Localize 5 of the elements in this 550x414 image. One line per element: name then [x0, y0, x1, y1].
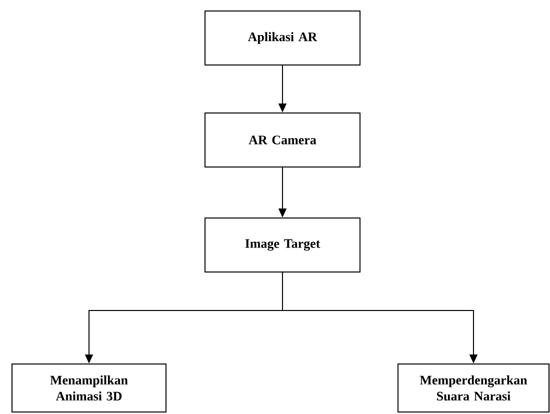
process-box: Memperdengarkan Suara Narasi	[398, 363, 550, 412]
process-box: Menampilkan Animasi 3D	[12, 363, 166, 412]
process-box: Image Target	[204, 218, 360, 272]
process-box: Aplikasi AR	[204, 10, 360, 66]
process-box: AR Camera	[204, 112, 360, 168]
